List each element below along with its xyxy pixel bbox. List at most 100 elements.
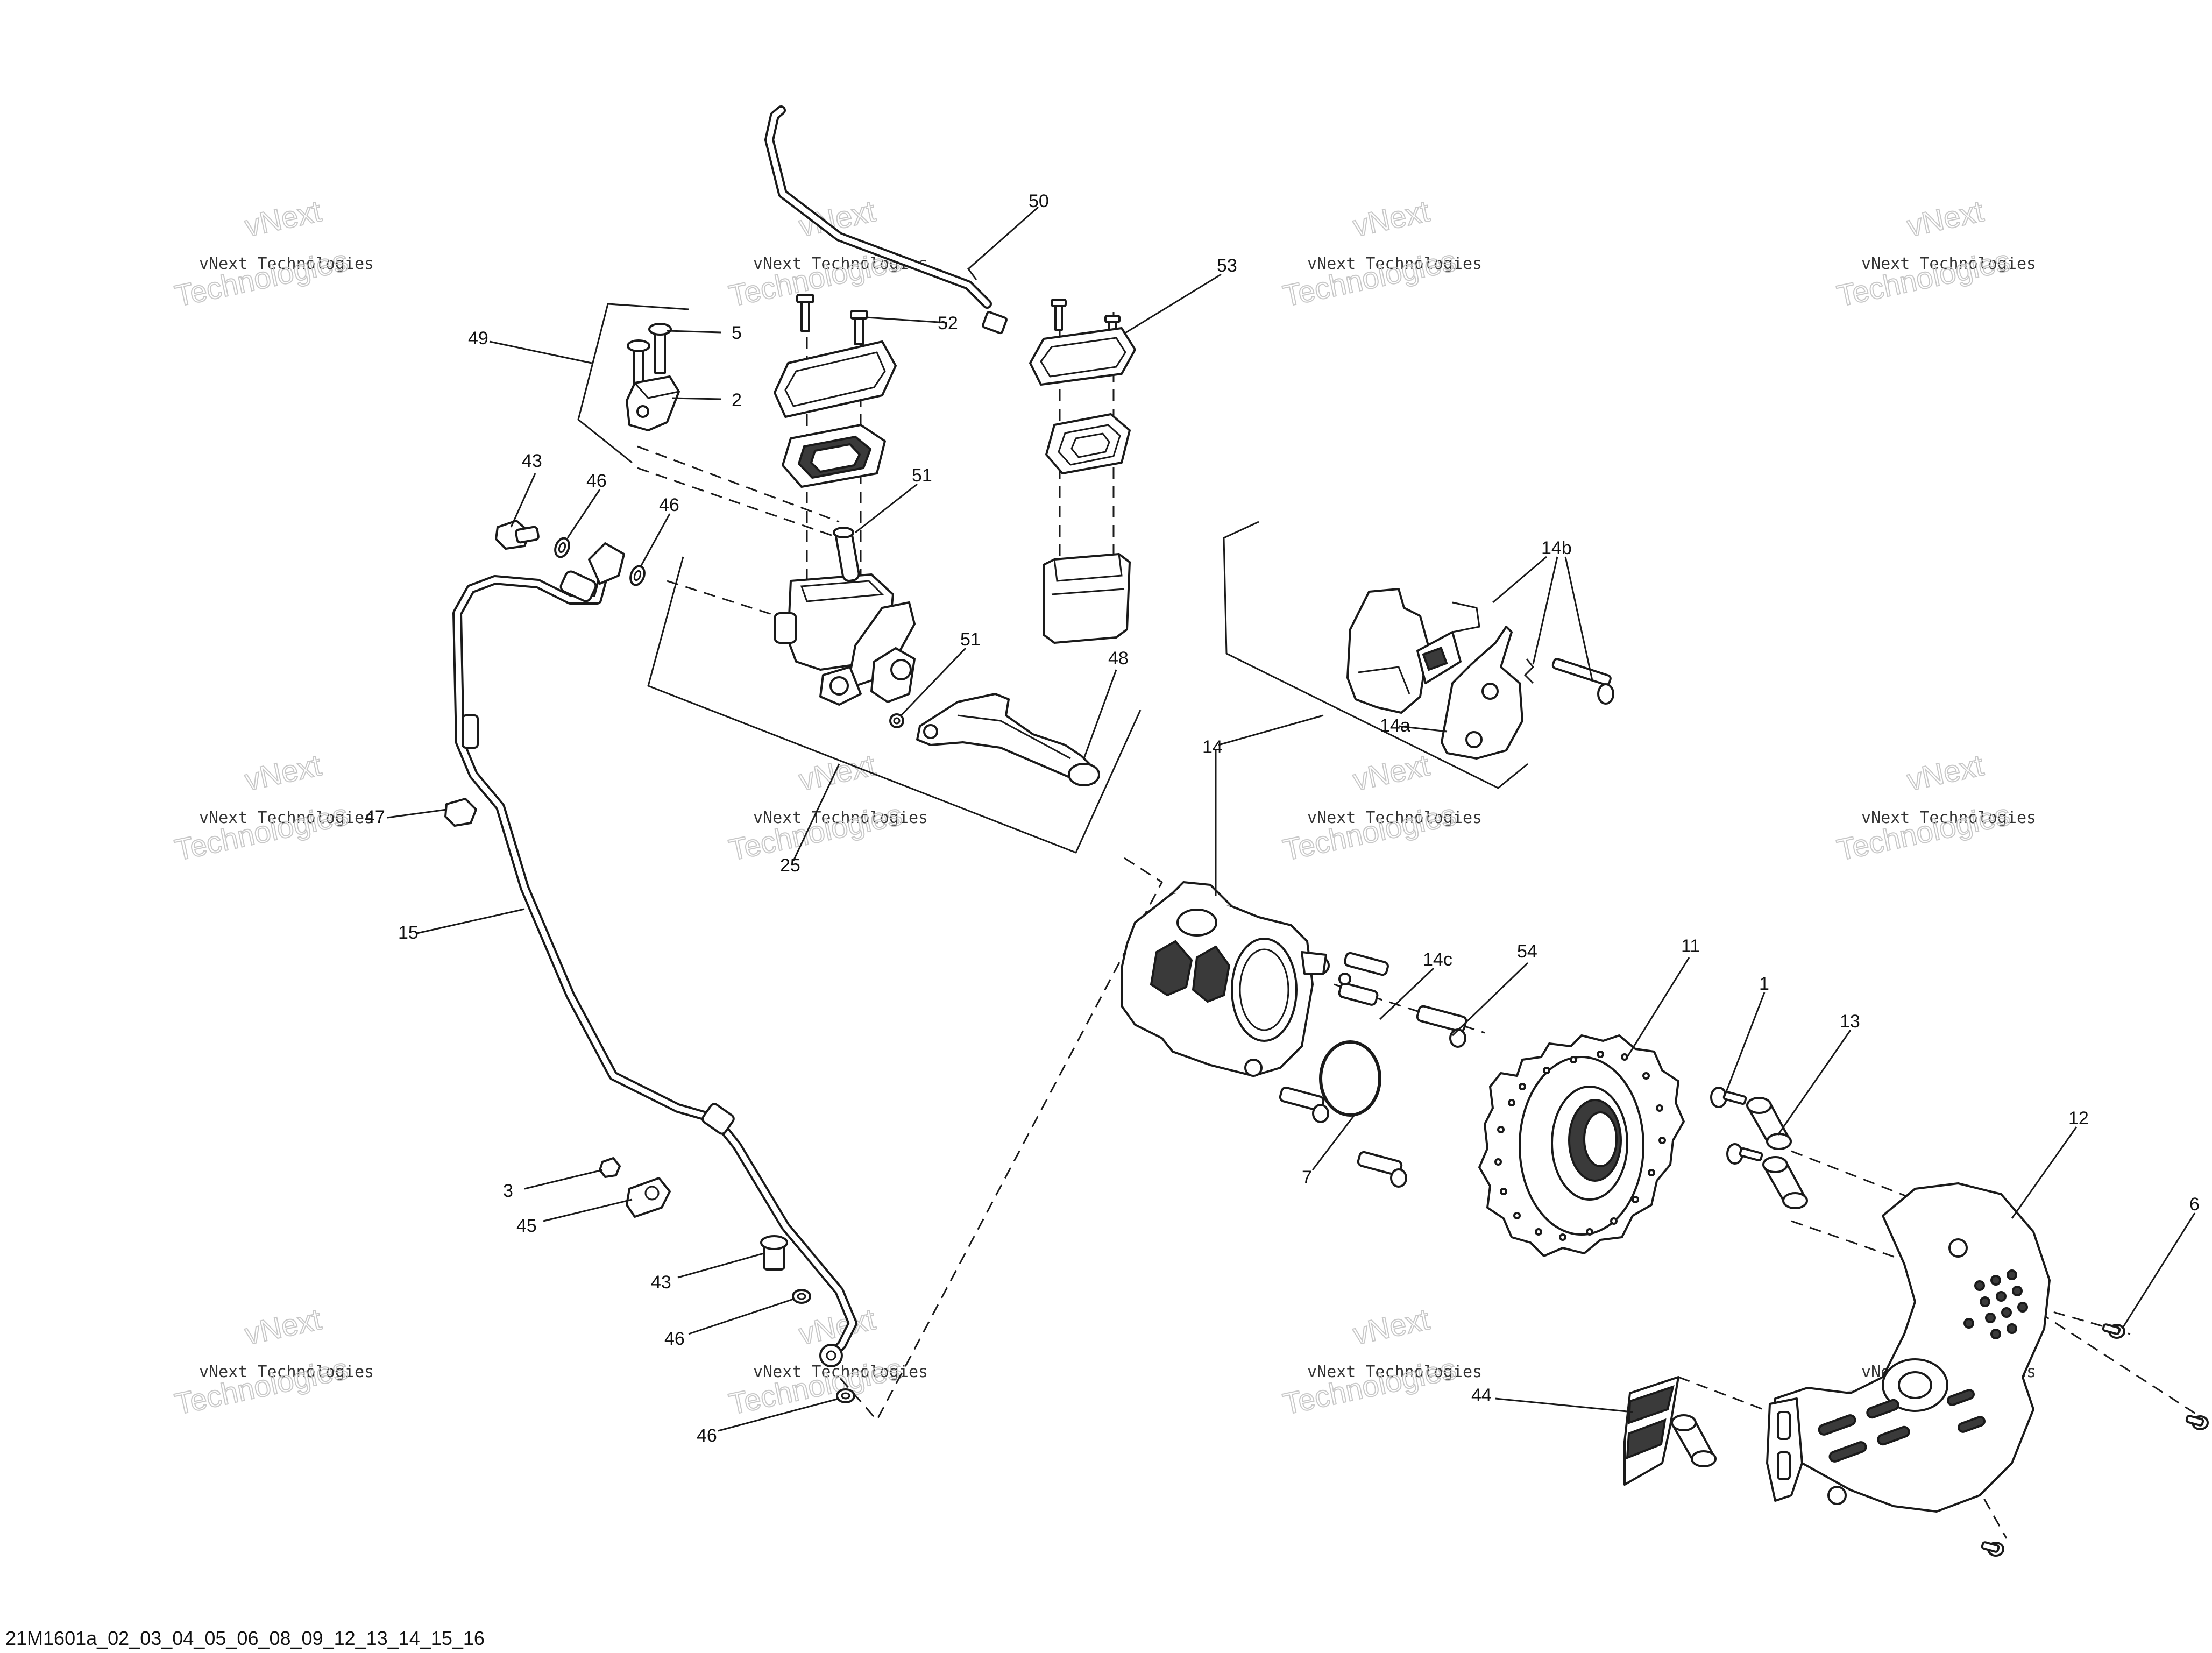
- spacer: [1671, 1414, 1717, 1467]
- callout-5: 5: [732, 323, 742, 343]
- watermark: vNext vNext Technologies Technologies: [1279, 1301, 1482, 1421]
- callout-47: 47: [365, 807, 385, 827]
- watermark: vNext vNext Technologies Technologies: [1833, 747, 2036, 867]
- brake-lever: [916, 693, 1100, 786]
- diaphragm-left: [782, 424, 886, 488]
- clamp-bolts: [627, 323, 672, 387]
- caliper-mounting-bolt: [1279, 1086, 1329, 1123]
- bracket-25: [647, 556, 1142, 854]
- nut: [599, 1157, 621, 1178]
- lever-nut: [889, 713, 904, 728]
- flanged-bolt: [1710, 1087, 1747, 1108]
- svg-text:vNext Technologies: vNext Technologies: [1307, 254, 1482, 273]
- banjo-bolt-upper: [495, 520, 540, 550]
- callout-15: 15: [398, 923, 419, 943]
- decal: [1623, 1376, 1679, 1486]
- watermark: vNext vNext Technologies Technologies: [725, 193, 928, 313]
- callout-46: 46: [697, 1425, 717, 1446]
- callout-52: 52: [938, 313, 958, 334]
- callout-7: 7: [1302, 1167, 1312, 1188]
- watermark: vNext vNext Technologies Technologies: [171, 1301, 374, 1421]
- svg-text:Technologies: Technologies: [172, 797, 351, 867]
- brake-pad-right: [1441, 626, 1523, 760]
- svg-text:Technologies: Technologies: [172, 1351, 351, 1421]
- guard-screw: [2102, 1323, 2125, 1339]
- sealing-washer: [629, 565, 646, 586]
- svg-text:vNext Technologies: vNext Technologies: [199, 1363, 374, 1381]
- svg-text:Technologies: Technologies: [1280, 1351, 1459, 1421]
- svg-text:vNext: vNext: [1350, 1302, 1433, 1351]
- svg-text:vNext Technologies: vNext Technologies: [1861, 808, 2036, 827]
- svg-text:vNext: vNext: [1350, 748, 1433, 797]
- svg-text:vNext: vNext: [796, 748, 878, 797]
- svg-text:Technologies: Technologies: [726, 1351, 905, 1421]
- diaphragm-right: [1045, 413, 1131, 474]
- callout-50: 50: [1029, 191, 1049, 211]
- master-cylinder-clamp: [626, 375, 680, 431]
- svg-text:Technologies: Technologies: [1280, 797, 1459, 867]
- disc-guard: [1766, 1182, 2051, 1513]
- svg-text:vNext: vNext: [1904, 194, 1987, 243]
- guard-screw: [1981, 1541, 2004, 1557]
- watermark: vNext vNext Technologies Technologies: [725, 747, 928, 867]
- callout-14b: 14b: [1541, 538, 1572, 558]
- callout-6: 6: [2189, 1194, 2200, 1215]
- callout-53: 53: [1217, 256, 1237, 276]
- disc-vent-holes: [1494, 1051, 1666, 1241]
- callout-51: 51: [960, 629, 981, 650]
- callout-46: 46: [659, 495, 679, 515]
- guard-screw: [2185, 1415, 2209, 1430]
- svg-text:Technologies: Technologies: [1834, 797, 2013, 867]
- sealing-washer: [792, 1289, 811, 1304]
- brake-disc: [1478, 1034, 1685, 1257]
- callout-49: 49: [468, 328, 488, 349]
- brake-light-switch-cable: [764, 105, 1008, 335]
- hose-clamp: [626, 1177, 671, 1218]
- brake-pad-left: [1346, 588, 1429, 714]
- brake-hose: [452, 542, 857, 1367]
- spacer: [1762, 1156, 1808, 1209]
- sealing-washer: [554, 537, 570, 558]
- svg-text:vNext: vNext: [1904, 748, 1987, 797]
- leader-lines: [387, 206, 2196, 1432]
- callout-54: 54: [1517, 941, 1537, 962]
- callout-44: 44: [1471, 1385, 1492, 1406]
- caliper-bleed-screw: [1338, 973, 1379, 1006]
- svg-text:Technologies: Technologies: [172, 243, 351, 313]
- callout-labels: 50 52 5 2 49 53 43 46 46 51 51 48 25 47 …: [365, 191, 2200, 1446]
- assembly-brackets: [577, 303, 1528, 854]
- caliper-mounting-bolt: [1416, 1005, 1467, 1048]
- pad-pin: [1551, 658, 1614, 705]
- callout-14a: 14a: [1380, 715, 1410, 736]
- svg-text:vNext Technologies: vNext Technologies: [199, 254, 374, 273]
- svg-text:vNext: vNext: [242, 748, 324, 797]
- svg-text:vNext Technologies: vNext Technologies: [753, 808, 928, 827]
- o-ring: [1319, 1040, 1381, 1117]
- svg-text:vNext Technologies: vNext Technologies: [1307, 1363, 1482, 1381]
- callout-14c: 14c: [1423, 949, 1452, 970]
- callout-11: 11: [1681, 936, 1700, 956]
- reservoir-cover-screws: [796, 294, 1121, 347]
- callout-45: 45: [516, 1216, 537, 1236]
- master-cylinder: [774, 573, 916, 706]
- sealing-washer: [836, 1388, 855, 1403]
- svg-text:vNext: vNext: [242, 1302, 324, 1351]
- diagram-reference-code: 21M1601a_02_03_04_05_06_08_09_12_13_14_1…: [5, 1627, 485, 1649]
- callout-14: 14: [1202, 737, 1223, 757]
- callout-48: 48: [1108, 648, 1129, 669]
- fluid-reservoir: [1043, 553, 1131, 644]
- svg-text:vNext Technologies: vNext Technologies: [1861, 254, 2036, 273]
- svg-text:Technologies: Technologies: [1834, 243, 2013, 313]
- svg-text:Technologies: Technologies: [1280, 243, 1459, 313]
- banjo-bolt-lower: [760, 1235, 788, 1271]
- brake-caliper: [1121, 881, 1330, 1077]
- svg-text:vNext Technologies: vNext Technologies: [1307, 808, 1482, 827]
- bracket-14: [1223, 521, 1528, 789]
- callout-2: 2: [732, 390, 742, 410]
- pad-clip: [1523, 658, 1535, 684]
- caliper-mounting-bolt: [1357, 1151, 1407, 1188]
- reservoir-cover-left: [774, 340, 897, 418]
- guard-vent-slots: [1818, 1269, 2028, 1463]
- pad-spring: [1416, 601, 1480, 684]
